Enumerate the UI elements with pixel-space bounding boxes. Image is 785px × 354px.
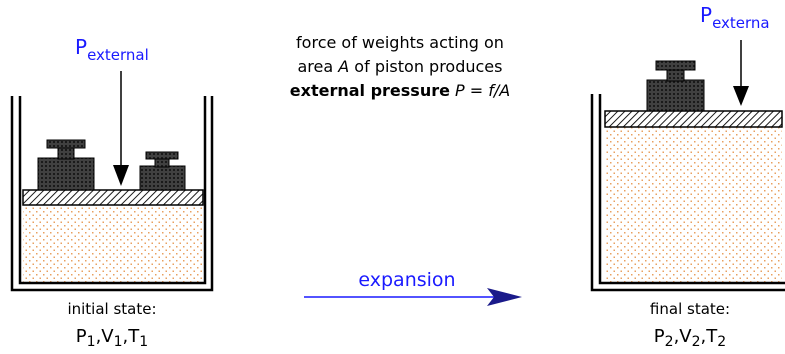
initial-container: [10, 96, 214, 292]
final-caption-vars: P2,V2,T2: [654, 326, 726, 350]
final-weight: [646, 60, 705, 112]
final-pressure-arrow: [733, 40, 749, 106]
initial-weight-small: [139, 151, 186, 191]
initial-caption-vars: P1,V1,T1: [76, 326, 148, 350]
initial-gas: [23, 205, 203, 283]
expansion-label: expansion: [358, 269, 455, 291]
final-p-external-label: Pexterna: [700, 3, 770, 32]
final-piston: [604, 110, 783, 128]
initial-weight-large: [37, 139, 95, 191]
description-line3: external pressure P = f/A: [290, 81, 510, 100]
initial-caption-line1: initial state:: [67, 300, 156, 318]
initial-pressure-arrow: [113, 71, 129, 186]
expansion-process: expansion: [304, 269, 522, 306]
initial-state: Pexternal initial state: P1,V1,T1: [10, 35, 214, 350]
final-caption-line1: final state:: [650, 300, 730, 318]
description-text: force of weights acting on area A of pis…: [290, 33, 510, 100]
description-line2: area A of piston produces: [298, 57, 503, 76]
initial-piston: [22, 189, 204, 206]
description-line1: force of weights acting on: [296, 33, 504, 52]
final-container: [590, 94, 785, 292]
expansion-arrowhead: [487, 288, 522, 306]
final-gas: [605, 127, 782, 283]
final-state: Pexterna final state: P2,V2,T2: [590, 3, 785, 350]
initial-p-external-label: Pexternal: [75, 35, 149, 64]
